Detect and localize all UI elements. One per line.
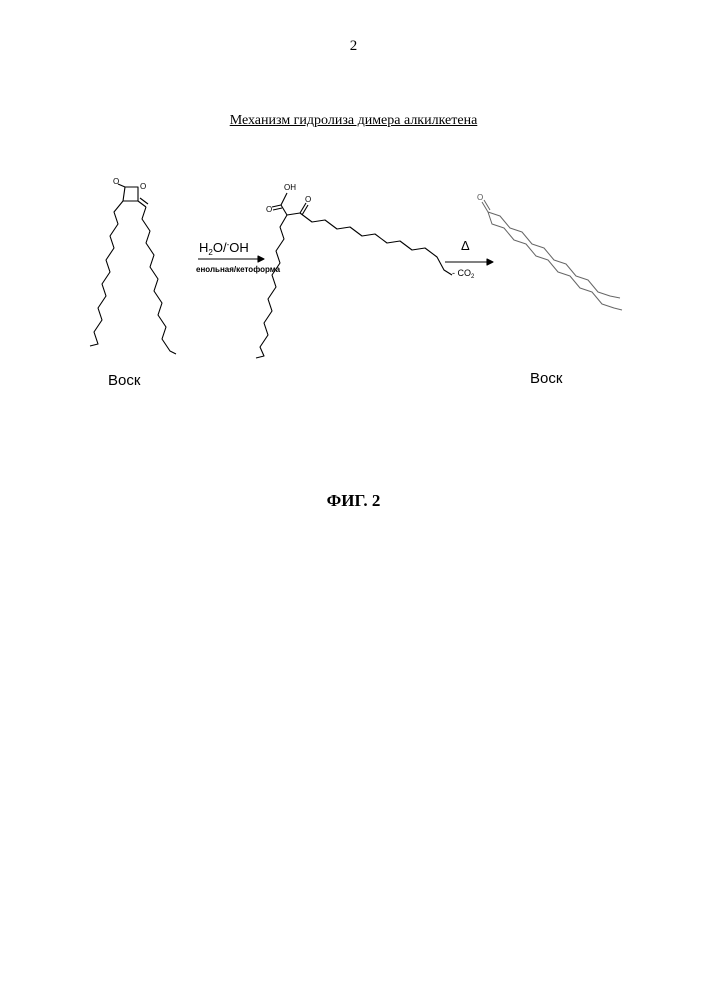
reaction-arrow-2 [445,259,493,265]
figure-title: Механизм гидролиза димера алкилкетена [0,113,707,129]
reagent-1-label: H2O/-OH [199,240,249,257]
atom-o-label: O [113,177,119,186]
right-molecule-label: Воск [530,370,563,387]
left-molecule-label: Воск [108,372,141,389]
condition-1-label: енольная/кетоформа [196,265,281,274]
ketone-wax-structure [482,200,622,310]
beta-keto-acid-structure [256,193,452,358]
atom-oh-label: OH [284,183,296,192]
alkylketene-dimer-structure [90,184,176,354]
condition-2-label: - CO2 [452,268,475,280]
atom-o-ketone-label: O [305,195,311,204]
atom-o-carboxyl-label: O [266,205,272,214]
atom-o-product-label: O [477,193,483,202]
page-number: 2 [0,38,707,55]
figure-caption: ФИГ. 2 [0,491,707,511]
reaction-scheme: O O OH O O O H2O/-OH енольная/кетоформа … [0,160,707,400]
atom-o-ring-label: O [140,182,146,191]
reagent-2-label: Δ [461,238,470,253]
